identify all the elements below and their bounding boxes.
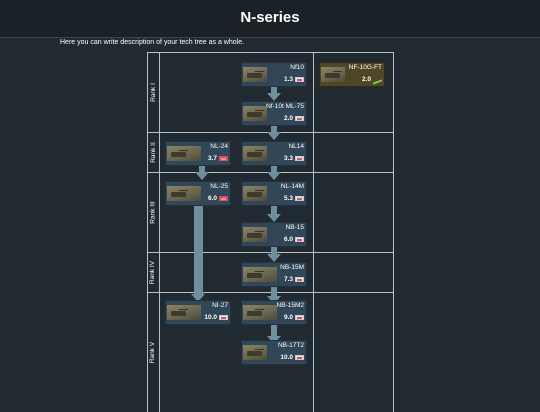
light-tank-icon: [295, 196, 304, 201]
grid-line: [147, 292, 394, 293]
arrow-shaft: [271, 124, 277, 132]
arrow-head: [195, 172, 209, 180]
vehicle-thumbnail: [243, 305, 277, 320]
vehicle-thumbnail: [243, 146, 267, 161]
arrow-shaft: [271, 244, 277, 254]
arrow-head: [267, 93, 281, 101]
vehicle-card-nb15[interactable]: NB-15 6.0: [241, 222, 307, 247]
vehicle-card-nf10gft[interactable]: NF-10G-FT 2.0: [319, 62, 385, 87]
rank-label-1: Rank I: [149, 82, 157, 102]
arrow-shaft: [271, 284, 277, 296]
vehicle-thumbnail: [243, 67, 267, 82]
tank-destroyer-icon: [373, 77, 382, 82]
grid-line: [393, 52, 394, 412]
vehicle-card-nb15m2[interactable]: NB-15M2 9.0: [241, 300, 307, 325]
vehicle-card-nb17t2[interactable]: NB-17T2 10.0: [241, 340, 307, 365]
light-tank-icon: [295, 237, 304, 242]
vehicle-card-ni27[interactable]: NI-27 10.0: [165, 300, 231, 325]
arrow-shaft: [271, 204, 277, 214]
light-tank-icon: [295, 277, 304, 282]
arrow-shaft: [199, 164, 205, 172]
grid-line: [147, 52, 394, 53]
vehicle-thumbnail: [243, 227, 267, 242]
grid-line: [313, 52, 314, 412]
light-tank-icon: [295, 315, 304, 320]
spaa-icon: [219, 196, 228, 201]
vehicle-thumbnail: [321, 67, 345, 82]
vehicle-card-nb15m[interactable]: NB-15M 7.3: [241, 262, 307, 287]
vehicle-thumbnail: [243, 186, 267, 201]
arrow-head: [267, 254, 281, 262]
rank-label-2: Rank II: [149, 141, 157, 163]
vehicle-thumbnail: [243, 345, 267, 360]
rank-label-4: Rank IV: [149, 260, 157, 284]
vehicle-card-nl24[interactable]: NL-24 3.7: [165, 141, 231, 166]
vehicle-card-nl25[interactable]: NL-25 6.0: [165, 181, 231, 206]
vehicle-thumbnail: [167, 146, 201, 161]
arrow-shaft: [271, 324, 277, 336]
light-tank-icon: [295, 355, 304, 360]
vehicle-thumbnail: [167, 186, 201, 201]
arrow-shaft: [194, 204, 203, 294]
arrow-head: [267, 132, 281, 140]
light-tank-icon: [219, 315, 228, 320]
vehicle-card-nl14m[interactable]: NL-14M 5.3: [241, 181, 307, 206]
rank-label-5: Rank V: [149, 341, 157, 363]
vehicle-card-nf10[interactable]: Nf10 1.3: [241, 62, 307, 87]
vehicle-card-nl14[interactable]: NL14 3.3: [241, 141, 307, 166]
tech-tree: Rank I Rank II Rank III Rank IV Rank V N…: [147, 52, 394, 412]
vehicle-card-nf10t[interactable]: Nf-10t ML-75 2.0: [241, 101, 307, 126]
rank-label-3: Rank III: [149, 200, 157, 224]
light-tank-icon: [295, 77, 304, 82]
vehicle-thumbnail: [243, 267, 277, 282]
arrow-shaft: [271, 85, 277, 93]
tree-description: Here you can write description of your t…: [60, 39, 245, 46]
arrow-head: [191, 294, 205, 302]
spaa-icon: [219, 156, 228, 161]
light-tank-icon: [295, 116, 304, 121]
grid-line: [147, 52, 148, 412]
header-bar: N-series: [0, 0, 540, 38]
light-tank-icon: [295, 156, 304, 161]
vehicle-thumbnail: [243, 106, 267, 121]
page-title: N-series: [240, 9, 300, 26]
arrow-shaft: [271, 164, 277, 172]
arrow-head: [267, 214, 281, 222]
arrow-head: [267, 172, 281, 180]
grid-line: [159, 52, 160, 412]
vehicle-thumbnail: [167, 305, 201, 320]
grid-line: [147, 252, 394, 253]
